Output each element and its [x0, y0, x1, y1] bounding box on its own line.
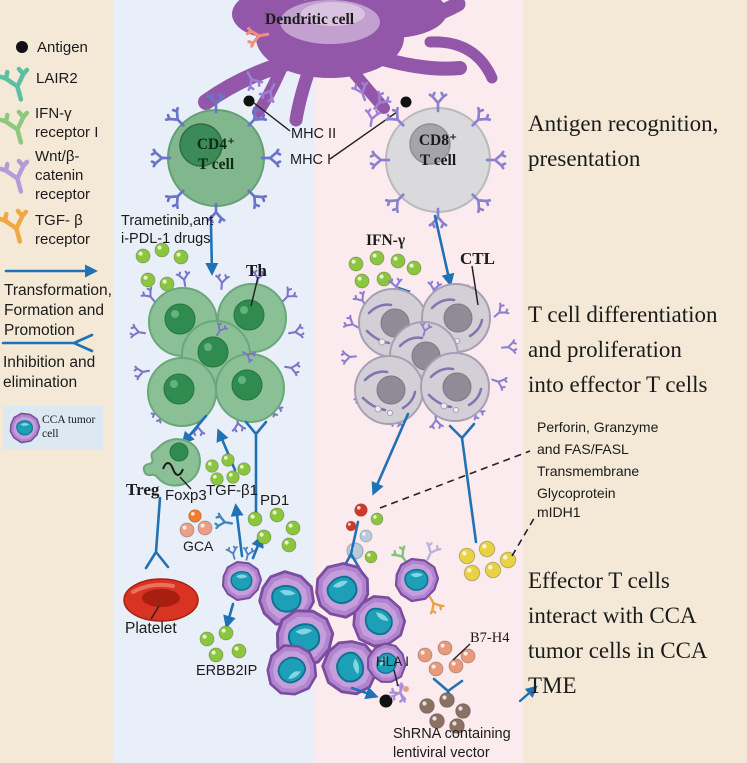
gca-dots — [179, 509, 213, 538]
single-tumor-right — [390, 540, 446, 616]
mhc-molecules — [239, 67, 412, 160]
small-arrow-right — [518, 685, 538, 703]
pd1-label: PD1 — [260, 492, 290, 509]
treg-label: Treg — [126, 480, 160, 499]
erbb2ip-dots — [199, 625, 247, 663]
ctl-to-perforin-arrow — [371, 412, 410, 496]
legend-wnt-receptor-label: Wnt/β- catenin receptor — [35, 148, 91, 203]
mhc2-label: MHC II — [291, 126, 337, 142]
platelet-label: Platelet — [125, 620, 177, 637]
hla1-label: HLA I — [376, 654, 410, 669]
stage-effector-interaction: Effector T cells interact with CCA tumor… — [528, 568, 708, 698]
b7h4-pointer-line — [452, 643, 471, 661]
cell-pointer-lines — [250, 265, 479, 307]
perforin-dashed-line — [379, 450, 531, 509]
antigen-dot — [243, 95, 255, 107]
drugs-label: Trametinib,ant i-PDL-1 drugs — [121, 213, 214, 247]
pd1-dots — [247, 507, 301, 553]
cd4-tcell-graphic — [150, 92, 282, 224]
legend-antigen-icon — [16, 41, 28, 53]
ifng-receptor-icon — [0, 110, 34, 146]
perforin-annotation: Perforin, Granzyme and FAS/FASL Transmem… — [537, 419, 659, 501]
legend-antigen-label: Antigen — [37, 39, 88, 56]
tgfb-receptor-icon — [0, 209, 33, 245]
flow-arrows-top — [205, 214, 455, 287]
b7h4-dots — [417, 640, 476, 677]
tgfb1-dots — [205, 453, 251, 486]
stage-antigen-recognition: Antigen recognition, presentation — [528, 111, 719, 171]
stage-tcell-differentiation: T cell differentiation and proliferation… — [528, 302, 718, 397]
b7h4-label: B7-H4 — [470, 630, 510, 646]
tumor-cluster-graphic — [254, 554, 416, 705]
antigen-dot — [400, 96, 412, 108]
lair2-receptor-icon — [0, 67, 34, 103]
dendritic-cell-label: Dendritic cell — [265, 11, 355, 28]
legend-inhibition-label: Inhibition and elimination — [3, 354, 96, 391]
cd8-tcell-graphic — [369, 91, 507, 229]
legend-promotion-label: Transformation, Formation and Promotion — [4, 282, 112, 339]
midh1-annotation: mIDH1 — [537, 504, 581, 520]
gca-receptor-icon — [213, 512, 235, 532]
foxp3-label: Foxp3 — [165, 487, 207, 504]
shrna-label: ShRNA containing lentiviral vector — [393, 726, 511, 761]
gca-label: GCA — [183, 538, 214, 554]
erbb2ip-label: ERBB2IP — [196, 663, 258, 679]
legend-lair2-label: LAIR2 — [36, 70, 78, 87]
legend-graphics — [0, 41, 103, 450]
ifng-dots — [348, 250, 422, 289]
midh1-dashed-line — [511, 514, 537, 557]
cd4-tcell-label: CD4⁺ T cell — [196, 136, 236, 173]
antigen-dot — [379, 694, 393, 708]
mhc1-label: MHC I — [290, 152, 332, 168]
ctl-cluster-graphic — [340, 277, 518, 430]
platelet-pointer-line — [150, 605, 160, 620]
legend-tgfb-receptor-label: TGF- β receptor — [35, 212, 91, 248]
inhibition-arrow-icon — [1, 333, 94, 353]
ctl-label: CTL — [460, 249, 495, 268]
cd8-tcell-label: CD8⁺ T cell — [418, 132, 458, 169]
th-cluster-graphic — [128, 268, 306, 437]
wnt-receptor-icon — [0, 159, 34, 195]
midh1-dots — [458, 540, 517, 582]
hla-graphic — [350, 669, 412, 708]
foxp3-pointer-line — [179, 476, 192, 490]
platelet-graphic — [123, 578, 199, 622]
hla-pointer-line — [393, 669, 399, 687]
dendritic-cell-graphic — [198, 0, 498, 127]
th-label: Th — [246, 261, 267, 280]
legend-cca-label: CCA tumor cell — [42, 414, 96, 440]
tgfb1-label: TGF-β1 — [206, 482, 258, 499]
drug-dots — [135, 242, 189, 292]
legend-ifng-receptor-label: IFN-γ receptor I — [35, 105, 99, 141]
midh1-inhibition-line — [448, 422, 478, 544]
foxp3-squiggle — [162, 462, 184, 476]
treg-cell-graphic — [142, 438, 202, 487]
stages-panel-bg — [523, 0, 747, 763]
ifng-label: IFN-γ — [366, 232, 406, 249]
